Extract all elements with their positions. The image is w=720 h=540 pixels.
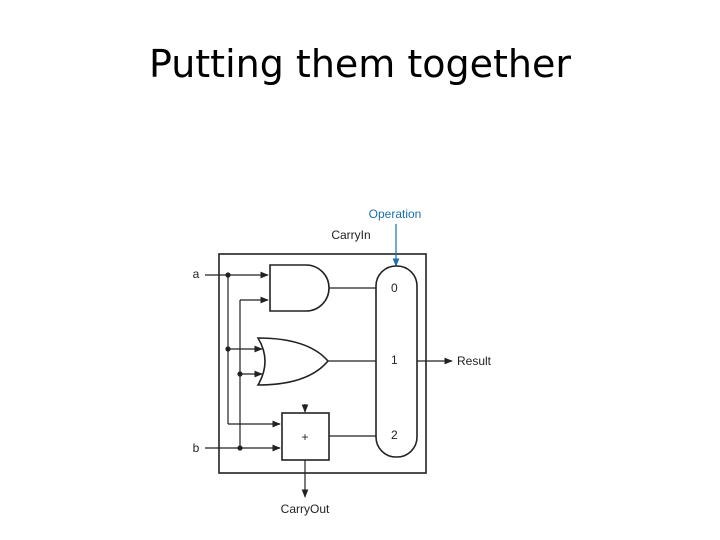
slide-title: Putting them together — [148, 42, 572, 86]
and-gate — [269, 264, 330, 312]
carry-out-label: CarryOut — [281, 502, 330, 516]
adder-box — [281, 412, 330, 461]
or-gate — [256, 337, 330, 386]
input-a-label: a — [193, 267, 200, 281]
carry-in-label: CarryIn — [331, 228, 370, 242]
mux-input-1: 1 — [391, 353, 398, 367]
input-b-label: b — [193, 441, 200, 455]
operation-label: Operation — [369, 207, 422, 221]
result-label: Result — [457, 354, 492, 368]
alu-box — [218, 253, 427, 474]
mux-input-2: 2 — [391, 428, 398, 442]
adder-symbol: + — [301, 430, 308, 444]
mux-input-0: 0 — [391, 281, 398, 295]
